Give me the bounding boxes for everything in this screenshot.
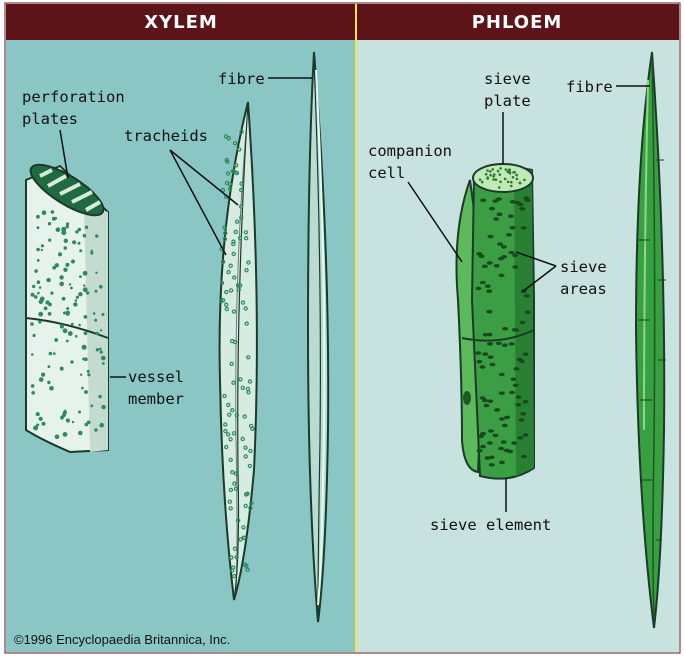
xylem-header: XYLEM	[144, 12, 218, 33]
label-sieve-plate-line1: sieve	[484, 70, 531, 88]
label-tracheids: tracheids	[124, 127, 208, 145]
panel-divider	[355, 40, 357, 652]
label-phloem-fibre: fibre	[566, 78, 613, 96]
label-vessel-line2: member	[128, 390, 184, 408]
label-companion-line2: cell	[368, 164, 405, 182]
label-sieve-areas-line2: areas	[560, 280, 607, 298]
label-vessel-line1: vessel	[128, 368, 184, 386]
copyright-text: ©1996 Encyclopaedia Britannica, Inc.	[14, 632, 230, 647]
label-xylem-fibre: fibre	[218, 70, 265, 88]
label-perforation-line1: perforation	[22, 88, 125, 106]
header-bar	[6, 4, 679, 40]
label-sieve-plate-line2: plate	[484, 92, 531, 110]
label-companion-line1: companion	[368, 142, 452, 160]
phloem-header: PHLOEM	[472, 12, 563, 33]
label-sieve-element: sieve element	[430, 516, 551, 534]
sieve-plate	[473, 164, 533, 192]
vessel-member-illustration	[24, 156, 110, 452]
label-perforation-line2: plates	[22, 110, 78, 128]
header-divider	[355, 4, 357, 40]
label-sieve-areas-line1: sieve	[560, 258, 607, 276]
